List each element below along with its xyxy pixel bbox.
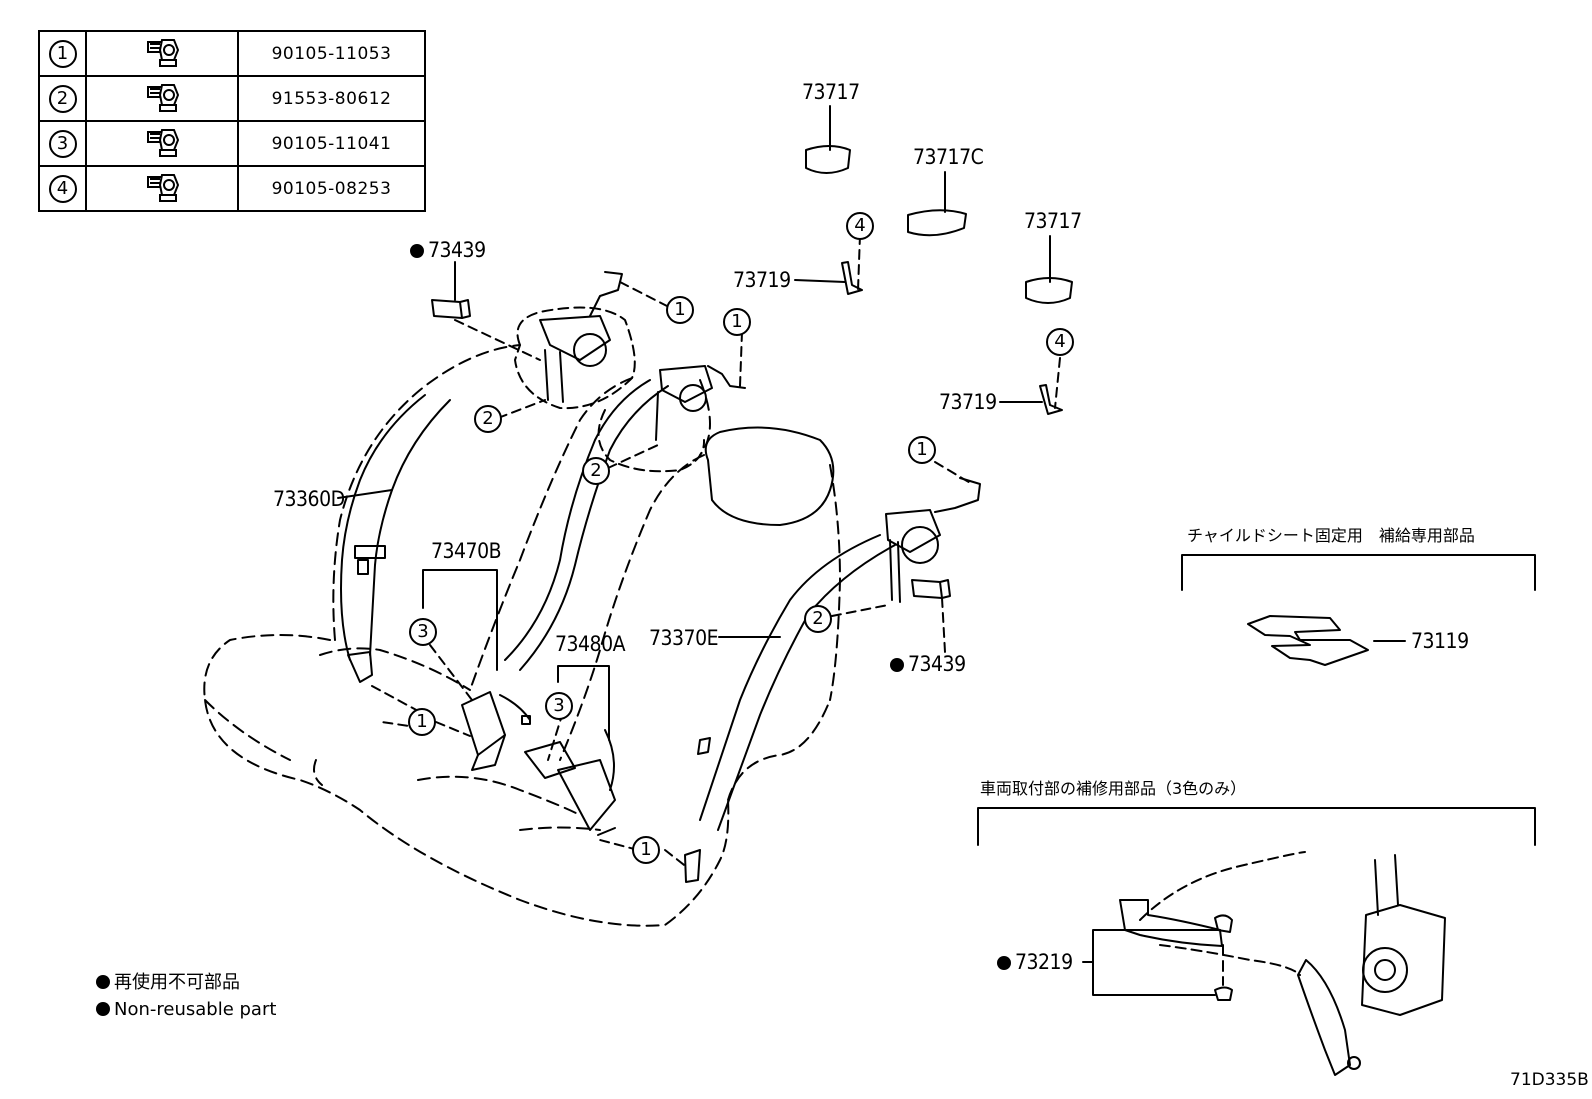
child-seat-section-title: チャイルドシート固定用 補給専用部品: [1187, 526, 1475, 545]
bolt-part-number: 90105-11053: [237, 30, 426, 77]
label-73439-right: 73439: [890, 654, 966, 675]
label-73480A: 73480A: [555, 632, 626, 656]
headrest-right: [704, 426, 835, 526]
callout-bolt-3: 3: [545, 692, 573, 720]
label-73360D: 73360D: [273, 487, 345, 511]
repair-dashed-belt: [1139, 851, 1306, 986]
label-73717C: 73717C: [913, 145, 984, 169]
buckle-73480A: [524, 729, 616, 836]
legend-en: Non-reusable part: [96, 1001, 276, 1019]
retractor-center: [655, 365, 746, 441]
bolt-part-number: 90105-08253: [237, 165, 426, 212]
label-73470B: 73470B: [431, 539, 502, 563]
bolt-part-number: 90105-11041: [237, 120, 426, 167]
callout-bolt-4: 4: [846, 212, 874, 240]
belt-73360D: [340, 394, 451, 683]
non-reusable-dot-icon: [890, 658, 904, 672]
label-73717-b: 73717: [1024, 209, 1082, 233]
cover-73439-right: [911, 579, 951, 599]
clip-73719-a: [841, 261, 863, 295]
callout-bolt-2: 2: [804, 605, 832, 633]
callout-bolt-4: 4: [1046, 328, 1074, 356]
plate-73119: [1247, 615, 1369, 666]
label-73439-top: 73439: [410, 240, 486, 261]
bolt-part-number: 91553-80612: [237, 75, 426, 122]
retractor-right: [885, 477, 981, 603]
callout-bolt-1: 1: [908, 436, 936, 464]
label-73719-b: 73719: [939, 390, 997, 414]
repair-bracket: [977, 807, 1536, 846]
bolt-icon: [85, 75, 239, 122]
cover-73717-a: [805, 145, 851, 174]
callout-bolt-2: 2: [474, 405, 502, 433]
retractor-left: [539, 271, 623, 403]
bolt-row: 1 90105-11053: [38, 30, 426, 77]
repair-section-title: 車両取付部の補修用部品（3色のみ）: [980, 779, 1247, 798]
callout-bolt-2: 2: [582, 457, 610, 485]
leader-lines: [337, 105, 1406, 741]
non-reusable-dot-icon: [96, 975, 110, 989]
callout-bolt-1: 1: [632, 836, 660, 864]
callout-bolt-1: 1: [723, 308, 751, 336]
label-73219: 73219: [997, 952, 1073, 973]
bolt-row: 3 90105-11041: [38, 120, 426, 167]
callout-bolt-1: 1: [408, 708, 436, 736]
bolt-index: 4: [48, 174, 77, 203]
bolt-index: 2: [48, 84, 77, 113]
buckle-73470B: [461, 691, 531, 771]
bolt-icon: [85, 30, 239, 77]
callout-bolt-3: 3: [409, 618, 437, 646]
non-reusable-dot-icon: [96, 1002, 110, 1016]
cover-73717-b: [1025, 277, 1073, 304]
child-seat-bracket: [1181, 554, 1536, 591]
belt-73370E: [697, 534, 896, 831]
callout-bolt-1: 1: [666, 296, 694, 324]
leader-73219-b: [1092, 961, 1216, 996]
legend-jp: 再使用不可部品: [96, 974, 240, 992]
leader-73219: [1092, 929, 1221, 963]
cover-73439-top: [431, 299, 471, 319]
non-reusable-dot-icon: [410, 244, 424, 258]
label-73119: 73119: [1411, 629, 1469, 653]
bolt-index: 3: [48, 129, 77, 158]
seat-cushion-outline: [203, 634, 831, 927]
anchor-right: [684, 849, 701, 883]
belt-73470B: [504, 379, 669, 671]
diagram-code: 71D335B: [1510, 1070, 1589, 1090]
bolt-index: 1: [48, 39, 77, 68]
callout-connectors: [371, 234, 1061, 869]
bolt-row: 4 90105-08253: [38, 165, 426, 212]
non-reusable-dot-icon: [997, 956, 1011, 970]
bolt-table: 1 90105-11053 2 91553-80612 3 90105-1104…: [38, 30, 426, 212]
bolt-icon: [85, 120, 239, 167]
cover-73717C: [907, 209, 967, 237]
bolt-row: 2 91553-80612: [38, 75, 426, 122]
label-73719-a: 73719: [733, 268, 791, 292]
clip-73719-b: [1039, 384, 1063, 415]
repair-anchor-drawing: [1119, 854, 1446, 1076]
label-73717-a: 73717: [802, 80, 860, 104]
label-73370E: 73370E: [649, 626, 719, 650]
headrest-outline: [514, 306, 706, 473]
bolt-icon: [85, 165, 239, 212]
